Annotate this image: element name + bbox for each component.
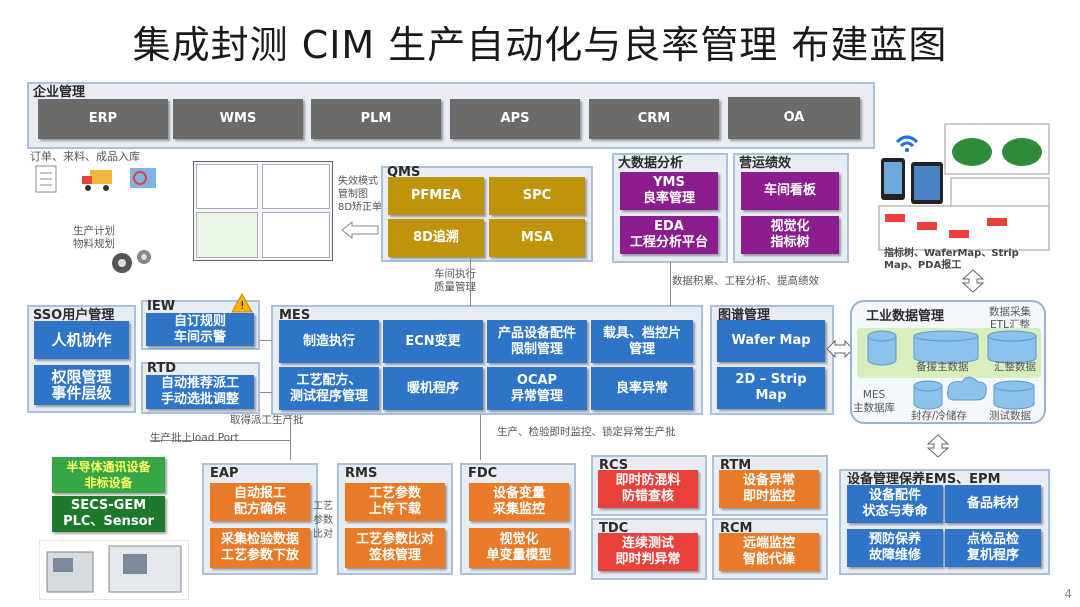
qms-side-note: 失效模式 管制图 8D矫正单 [338,176,383,213]
backup-label: 备援主数据 [916,361,969,373]
qms-title: QMS [387,165,421,180]
visual-kpi-button[interactable]: 视觉化 指标树 [741,216,839,254]
svg-text:!: ! [240,299,244,312]
rtd-title: RTD [147,361,177,376]
wms-button[interactable]: WMS [173,99,303,139]
iew-title: IEW [147,299,176,314]
tdc-button[interactable]: 连续测试 即时判异常 [598,533,698,571]
ocap-button[interactable]: OCAP 异常管理 [487,367,587,410]
8d-trace-button[interactable]: 8D追溯 [388,219,484,257]
oa-button[interactable]: OA [728,97,860,139]
gear-icon [112,250,151,273]
permission-button[interactable]: 权限管理 事件层级 [34,365,129,405]
eap-title: EAP [210,466,239,481]
inspection-data-button[interactable]: 采集检验数据 工艺参数下放 [210,528,310,568]
fdc-monitor-button[interactable]: 设备变量 采集监控 [469,483,569,521]
rms-title: RMS [345,466,378,481]
mes-db-label: MES 主数据库 [853,389,895,414]
recipe-compare-note: 工艺 参数 比对 [313,501,333,540]
page-title: 集成封测 CIM 生产自动化与良率管理 布建蓝图 [132,23,948,67]
map-title: 图谱管理 [718,308,771,323]
ecn-button[interactable]: ECN变更 [383,320,483,363]
ems-title: 设备管理保养EMS、EPM [847,472,1001,487]
erp-button[interactable]: ERP [38,99,168,139]
qms-mes-connector [470,258,471,306]
data-flow-note: 数据积累、工程分析、提高绩效 [672,275,819,287]
recipe-mgmt-button[interactable]: 工艺配方、 测试程序管理 [279,367,379,410]
crm-button[interactable]: CRM [589,99,719,139]
yms-button[interactable]: YMS 良率管理 [620,172,718,210]
rtm-button[interactable]: 设备异常 即时监控 [719,470,819,508]
fdc-title: FDC [468,466,498,481]
hci-button[interactable]: 人机协作 [34,321,129,359]
rtm-title: RTM [720,458,752,473]
mes-fdc-connector [480,415,481,460]
archive-label: 封存/冷储存 [911,410,968,422]
pfmea-button[interactable]: PFMEA [388,177,484,215]
arrow-left-icon [341,220,379,240]
updown-arrow-icon [961,269,985,293]
equipment-image [39,540,189,600]
recipe-signoff-button[interactable]: 工艺参数比对 签核管理 [345,528,445,568]
summary-label: 汇整数据 [994,361,1036,373]
test-data-label: 测试数据 [989,410,1031,422]
dashboard-thumbnails [193,161,333,261]
strip-map-button[interactable]: 2D – Strip Map [717,367,825,409]
warning-icon: ! [231,293,253,313]
iew-mes-connector [260,340,272,341]
page-number: 4 [1064,587,1072,601]
logistics-icons [35,165,156,193]
dispatch-note: 取得派工生产批 [230,414,304,426]
ops-title: 营运绩效 [739,156,792,171]
rcs-button[interactable]: 即时防混料 防错查核 [598,470,698,508]
enterprise-title: 企业管理 [33,85,86,100]
load-port-note: 生产批上load Port [150,432,239,444]
consumables-button[interactable]: 备品耗材 [945,485,1041,523]
tdc-title: TDC [599,521,629,536]
workshop-board-button[interactable]: 车间看板 [741,172,839,210]
rtd-mes-connector [260,392,272,393]
product-limit-button[interactable]: 产品设备配件 限制管理 [487,320,587,363]
manufacturing-exec-button[interactable]: 制造执行 [279,320,379,363]
rcm-button[interactable]: 远端监控 智能代操 [719,533,819,571]
rtd-dispatch-button[interactable]: 自动推荐派工 手动选批调整 [146,375,254,409]
monitor-note: 生产、检验即时监控、锁定异常生产批 [497,426,676,438]
recipe-upload-button[interactable]: 工艺参数 上传下载 [345,483,445,521]
fdc-model-button[interactable]: 视觉化 单变量模型 [469,528,569,568]
rcm-title: RCM [720,521,753,536]
auto-report-button[interactable]: 自动报工 配方确保 [210,483,310,521]
load-port-connector [150,440,290,441]
eda-button[interactable]: EDA 工程分析平台 [620,216,718,254]
updown-arrow-icon-2 [926,434,950,458]
wafer-map-button[interactable]: Wafer Map [717,320,825,362]
mes-eap-connector [290,415,291,460]
mobile-devices-icon [878,123,1050,251]
bigdata-title: 大数据分析 [618,156,684,171]
equipment-title: 半导体通讯设备 非标设备 [52,457,165,493]
mobile-note: 指标树、WaferMap、Strip Map、PDA报工 [884,248,1019,271]
rcs-title: RCS [599,458,629,473]
bigdata-mes-connector [670,262,671,306]
spc-button[interactable]: SPC [489,177,585,215]
yield-abnormal-button[interactable]: 良率异常 [591,367,693,410]
workshop-note: 车间执行 质量管理 [434,268,476,293]
plan-note: 生产计划 物料规划 [73,225,115,250]
protocol-box: SECS-GEM PLC、Sensor [52,496,165,532]
carrier-mgmt-button[interactable]: 载具、档控片 管理 [591,320,693,363]
database-icons [867,330,1037,410]
msa-button[interactable]: MSA [489,219,585,257]
warmup-button[interactable]: 暖机程序 [383,367,483,410]
inspection-button[interactable]: 点检品检 复机程序 [945,529,1041,567]
order-note: 订单、来料、成品入库 [30,150,140,163]
iew-rule-button[interactable]: 自订规则 车间示警 [146,313,254,346]
spare-parts-status-button[interactable]: 设备配件 状态与寿命 [847,485,943,523]
mes-title: MES [279,308,311,323]
industrial-title: 工业数据管理 [866,309,945,324]
sso-title: SSO用户管理 [33,308,115,323]
plm-button[interactable]: PLM [311,99,441,139]
maintenance-button[interactable]: 预防保养 故障维修 [847,529,943,567]
aps-button[interactable]: APS [450,99,580,139]
